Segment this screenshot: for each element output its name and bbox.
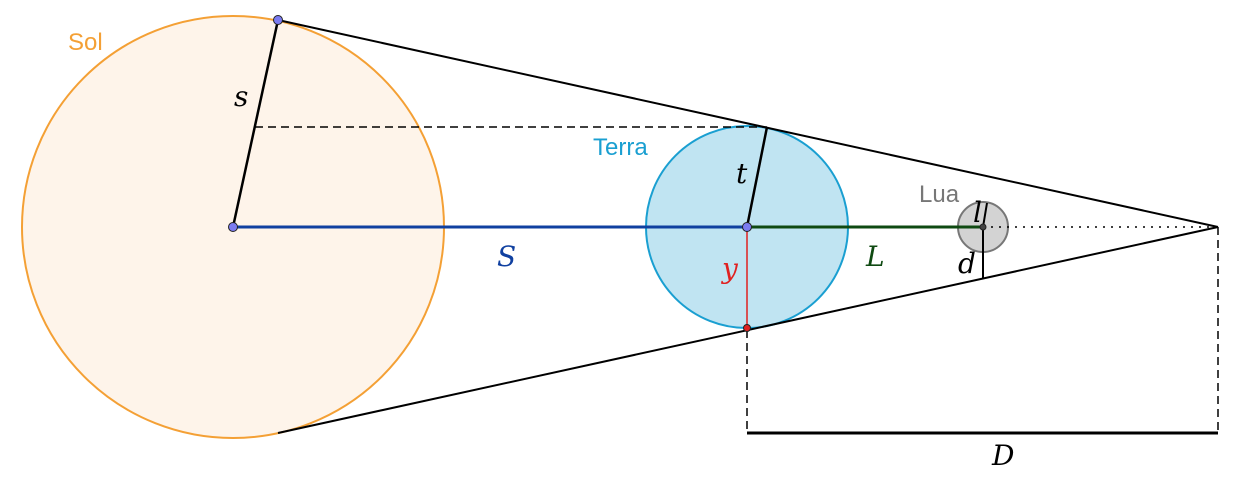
- earth-tangent-point: [743, 324, 751, 332]
- label-S: S: [497, 240, 516, 273]
- earth-label: Terra: [593, 134, 648, 161]
- sun-center-point: [228, 222, 238, 232]
- label-l: l: [973, 196, 982, 229]
- moon-label: Lua: [919, 181, 960, 208]
- label-s: s: [234, 80, 248, 113]
- segment-l: [982, 202, 988, 228]
- label-t: t: [736, 157, 748, 190]
- segment-t: [745, 126, 769, 228]
- sun-tangent-point: [273, 15, 283, 25]
- label-y: y: [720, 252, 739, 285]
- label-D: D: [991, 439, 1014, 472]
- segment-s: [231, 19, 280, 228]
- upper-tangent-line: [277, 19, 1219, 228]
- moon-center-point: [979, 223, 987, 231]
- label-d: d: [958, 247, 976, 280]
- earth-center-point: [742, 222, 752, 232]
- sun-label: Sol: [68, 29, 103, 56]
- label-L: L: [865, 240, 885, 273]
